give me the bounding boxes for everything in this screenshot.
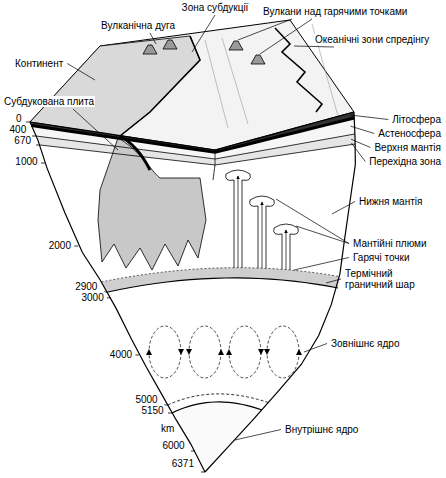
depth-number: 2900	[74, 281, 98, 292]
leader-line	[67, 64, 95, 81]
mantle-plume	[226, 170, 251, 276]
depth-tick	[135, 355, 139, 356]
layer-label: Нижня мантія	[358, 196, 423, 207]
layer-label: Верхня мантія	[373, 142, 442, 153]
leader-line	[326, 279, 341, 283]
leader-line	[294, 258, 349, 271]
leader-line	[192, 15, 215, 52]
outer-core	[108, 278, 338, 413]
layer-boundary	[36, 134, 355, 159]
depth-number: 1000	[14, 156, 38, 167]
convection-arrowhead	[146, 349, 152, 355]
depth-number: 4000	[109, 349, 133, 360]
continent	[30, 36, 200, 136]
leader-line	[332, 202, 355, 215]
leader-line	[73, 109, 118, 150]
convection-arrowhead	[296, 349, 302, 355]
trench-line	[120, 36, 200, 136]
wedge-left-edge	[30, 122, 205, 472]
depth-ticks	[26, 122, 205, 472]
layer-label: Перехідна зона	[368, 156, 442, 167]
leader-line	[296, 226, 349, 244]
depth-number: 670	[13, 135, 32, 146]
convection-arrowhead	[178, 349, 184, 355]
feature-label: Гарячі точки	[352, 252, 410, 263]
convection-loop	[267, 326, 299, 378]
plate-label: Субдукована плита	[3, 96, 95, 107]
leader-line	[238, 19, 292, 40]
convection-arrowhead	[186, 349, 192, 355]
convection-arrowhead	[258, 349, 264, 355]
zone-label: Зона субдукції	[181, 2, 250, 13]
volcano-label: Вулканічна дуга	[100, 20, 176, 31]
depth-number: 2000	[48, 240, 72, 251]
wedge-fold-edge	[213, 150, 215, 180]
hotspot-volcano	[251, 55, 265, 64]
layer-label: Літосфера	[391, 114, 442, 125]
plume-flow-arrow	[286, 230, 287, 270]
depth-tick	[26, 122, 30, 123]
ocean-stripe	[222, 38, 248, 124]
depth-number: 3000	[80, 292, 104, 303]
layer-label: Термічний граничний шар	[344, 268, 444, 290]
convection-arrowhead	[226, 349, 232, 355]
depth-number: 6000	[161, 440, 185, 451]
arc-volcano	[163, 40, 177, 49]
arc-volcano	[143, 45, 157, 54]
cutaway-art	[30, 20, 356, 472]
depth-tick	[191, 451, 195, 452]
leader-line	[235, 430, 281, 441]
layer-boundary	[172, 402, 262, 413]
convection-arrowhead	[264, 349, 270, 355]
leader-line	[260, 19, 312, 54]
leader-line	[351, 143, 365, 162]
depth-number: 0	[15, 113, 23, 124]
depth-tick	[74, 246, 78, 247]
plume-flow-arrow	[262, 202, 263, 270]
convection-loop	[149, 326, 181, 378]
depth-number: 5000	[134, 394, 158, 405]
hotspot-volcano	[229, 41, 243, 50]
layer-label: Астеносфера	[377, 128, 442, 139]
leader-line	[351, 126, 375, 133]
unit-label: km	[160, 423, 175, 434]
volcano-label: Вулкани над гарячими точками	[262, 6, 408, 17]
depth-tick	[201, 472, 205, 473]
depth-tick	[107, 297, 111, 298]
layer-boundary	[40, 144, 355, 165]
mantle-plume	[274, 224, 299, 276]
layer-boundary	[108, 278, 338, 292]
layer-boundary	[32, 118, 355, 152]
mantle-plume	[250, 196, 275, 276]
ocean-stripe	[205, 40, 228, 128]
leader-line	[294, 46, 334, 47]
feature-label: Мантійні плюми	[352, 238, 428, 249]
layer-boundary	[101, 268, 339, 282]
depth-number: 5150	[140, 405, 164, 416]
depth-tick	[168, 413, 172, 414]
leader-line	[350, 115, 388, 120]
region-label: Континент	[14, 58, 64, 69]
leader-line	[304, 344, 327, 353]
leader-lines	[67, 15, 388, 440]
depth-number: 6371	[171, 458, 195, 469]
layer-label: Внутрішнє ядро	[284, 424, 359, 435]
depth-number: 400	[9, 124, 28, 135]
zone-label: Океанічні зони спредінгу	[314, 34, 430, 45]
convection-loop	[189, 326, 221, 378]
layer-boundary	[168, 394, 269, 405]
convection-arrowhead	[218, 349, 224, 355]
plume-flow-arrow	[238, 176, 239, 270]
depth-tick	[32, 136, 36, 137]
layer-label: Зовнішнє ядро	[330, 338, 400, 349]
convection-loop	[229, 326, 261, 378]
leader-line	[276, 199, 349, 244]
depth-tick	[41, 163, 45, 164]
wedge-right-edge	[205, 112, 355, 472]
leader-line	[150, 33, 156, 44]
depth-tick	[36, 145, 40, 146]
